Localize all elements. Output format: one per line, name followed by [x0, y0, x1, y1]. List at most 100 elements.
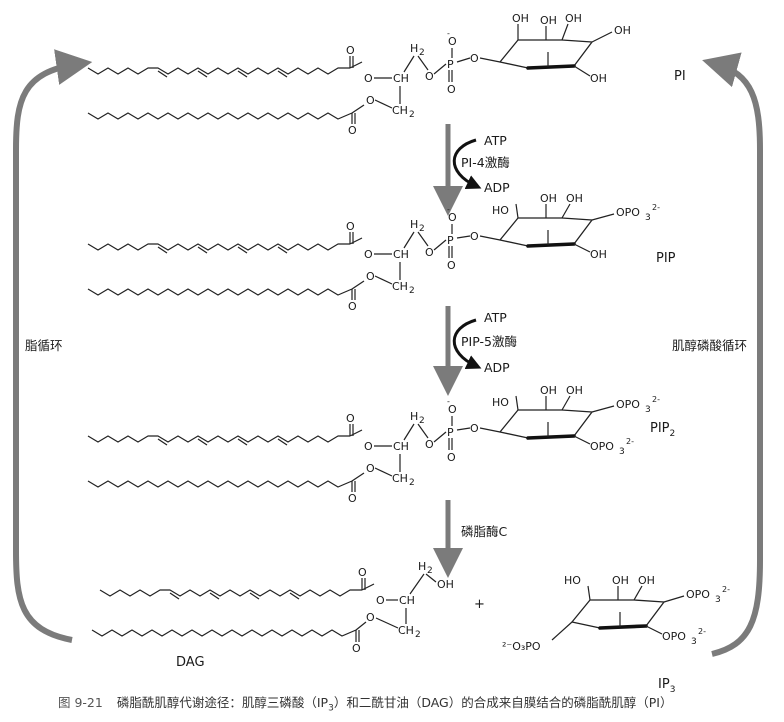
step-pip-5-kinase: ATP PIP-5激酶 ADP [433, 306, 517, 396]
svg-text:O: O [364, 72, 373, 85]
caption-text: 磷脂酰肌醇代谢途径：肌醇三磷酸（IP [116, 695, 329, 710]
svg-text:2: 2 [415, 630, 421, 640]
svg-text:O: O [366, 270, 375, 283]
ip3-label: IP3 [658, 677, 675, 695]
svg-text:P: P [447, 426, 454, 439]
svg-text:O: O [470, 422, 479, 435]
svg-text:OH: OH [590, 248, 607, 261]
svg-text:O: O [425, 438, 434, 451]
svg-text:O: O [348, 492, 357, 505]
svg-text:3: 3 [691, 637, 697, 647]
svg-text:2-: 2- [698, 627, 706, 636]
svg-text:CH: CH [393, 248, 409, 261]
svg-text:O: O [470, 230, 479, 243]
svg-text:CH: CH [393, 72, 409, 85]
figure-number: 图 9-21 [58, 695, 103, 710]
svg-text:O: O [425, 70, 434, 83]
svg-text:O: O [348, 300, 357, 313]
step-pi-4-kinase: ATP PI-4激酶 ADP [433, 124, 510, 216]
svg-text:O: O [348, 124, 357, 137]
inositol-phosphate-cycle-arrow [702, 52, 763, 657]
svg-text:O: O [448, 211, 457, 224]
step-phospholipase-c: 磷脂酶C [433, 500, 508, 578]
svg-text:2: 2 [409, 286, 415, 296]
pi-molecule: O O O O CH CH 2 H 2 O P O - O O OH [87, 12, 686, 137]
atp-to-adp-arrow-2 [452, 318, 482, 369]
svg-text:OH: OH [612, 574, 629, 587]
svg-text:2: 2 [409, 110, 415, 120]
svg-text:H: H [410, 410, 418, 423]
svg-text:O: O [366, 94, 375, 107]
adp-label-1: ADP [484, 180, 510, 195]
svg-text:O: O [448, 403, 457, 416]
svg-text:HO: HO [492, 396, 509, 409]
svg-text:CH: CH [392, 280, 408, 293]
svg-text:O: O [346, 44, 355, 57]
svg-text:OH: OH [638, 574, 655, 587]
svg-text:CH: CH [398, 624, 414, 637]
svg-text:O: O [425, 246, 434, 259]
svg-text:O: O [358, 566, 367, 579]
svg-text:-: - [447, 205, 450, 214]
svg-text:P: P [447, 234, 454, 247]
svg-text:OH: OH [540, 192, 557, 205]
inositol-phosphate-cycle-label: 肌醇磷酸循环 [672, 338, 747, 353]
dag-label: DAG [176, 655, 205, 670]
pip-molecule: O O O O CH CH 2 H 2 O P O - O O HO O [87, 192, 676, 313]
svg-text:OH: OH [540, 14, 557, 27]
svg-text:OH: OH [437, 578, 454, 591]
svg-text:OPO: OPO [662, 630, 686, 643]
svg-text:CH: CH [393, 440, 409, 453]
svg-text:HO: HO [492, 204, 509, 217]
svg-text:OH: OH [614, 24, 631, 37]
svg-text:OPO: OPO [686, 588, 710, 601]
dag-molecule: O O O O CH CH 2 H 2 OH DAG [91, 560, 454, 670]
svg-text:OH: OH [566, 192, 583, 205]
svg-text:2-: 2- [652, 395, 660, 404]
caption-text-2: ）和二酰甘油（DAG）的合成来自膜结合的磷脂酰肌醇（PI） [333, 695, 673, 710]
svg-text:OPO: OPO [590, 440, 614, 453]
svg-text:2-: 2- [626, 437, 634, 446]
svg-text:OPO: OPO [616, 398, 640, 411]
acyl-chain-unsaturated [87, 67, 350, 75]
svg-text:²⁻O₃PO: ²⁻O₃PO [502, 640, 541, 653]
inositol-ring [499, 39, 593, 69]
svg-text:3: 3 [645, 213, 651, 223]
atp-label-2: ATP [484, 310, 507, 325]
svg-text:CH: CH [392, 472, 408, 485]
svg-text:2: 2 [419, 224, 425, 234]
svg-text:3: 3 [645, 405, 651, 415]
svg-text:OH: OH [512, 12, 529, 25]
svg-text:HO: HO [564, 574, 581, 587]
svg-text:-: - [447, 29, 450, 38]
atp-label-1: ATP [484, 133, 507, 148]
svg-text:O: O [447, 451, 456, 464]
acyl-chain-saturated [87, 112, 353, 120]
svg-text:O: O [447, 83, 456, 96]
svg-text:O: O [352, 642, 361, 655]
enzyme-pip-5-kinase: PIP-5激酶 [461, 334, 517, 349]
svg-text:3: 3 [619, 447, 625, 457]
svg-text:H: H [418, 560, 426, 573]
svg-text:OH: OH [566, 384, 583, 397]
svg-text:3: 3 [715, 595, 721, 605]
ip3-molecule: HO OH OH OPO 3 2- OPO 3 2- ²⁻O₃PO IP3 [502, 574, 730, 695]
svg-text:O: O [346, 412, 355, 425]
lipid-cycle-arrow [13, 49, 93, 643]
svg-text:2-: 2- [652, 203, 660, 212]
svg-text:OH: OH [565, 12, 582, 25]
svg-text:2: 2 [419, 416, 425, 426]
svg-text:O: O [447, 259, 456, 272]
pip2-label: PIP2 [650, 421, 675, 439]
svg-text:-: - [447, 397, 450, 406]
svg-text:OH: OH [590, 72, 607, 85]
svg-text:OH: OH [540, 384, 557, 397]
adp-label-2: ADP [484, 360, 510, 375]
pip2-molecule: O O O O CH CH 2 H 2 O P O - O O HO O [87, 384, 675, 505]
pip-label: PIP [656, 251, 676, 266]
svg-text:O: O [366, 462, 375, 475]
pi-label: PI [674, 69, 686, 84]
svg-text:O: O [470, 52, 479, 65]
